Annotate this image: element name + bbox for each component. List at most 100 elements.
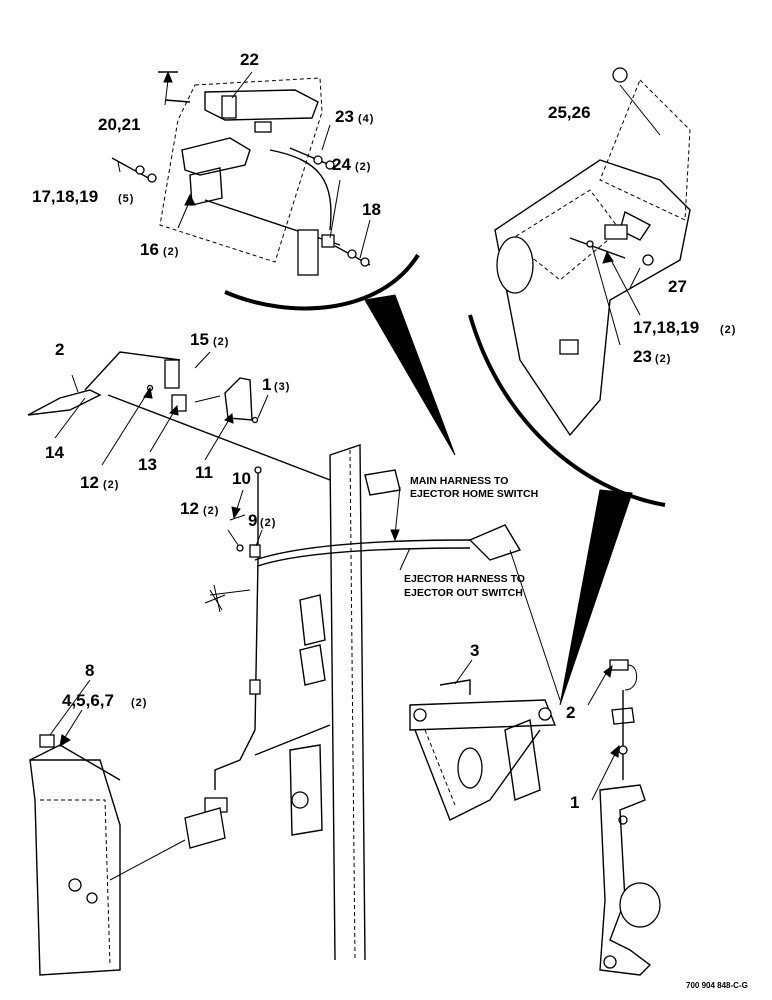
post-centerline — [349, 449, 356, 961]
part-16-bracket — [189, 167, 223, 206]
pivot-hub — [496, 236, 534, 294]
central-frame — [109, 444, 561, 961]
arrow-12-a — [143, 386, 153, 399]
bolt-23 — [289, 147, 331, 166]
callout-11: 11 — [195, 463, 213, 482]
callout-1-top-qty: (3) — [274, 381, 290, 393]
main-harness — [254, 539, 471, 561]
detail-mount-plate — [159, 77, 323, 263]
detail-arc-right — [468, 314, 666, 507]
box-knob-b — [86, 892, 98, 904]
control-box-assembly — [29, 679, 121, 976]
callout-1-right: 1 — [570, 793, 579, 812]
callout-4-5-6-7-qty: (2) — [131, 697, 147, 709]
vertical-cable — [254, 470, 259, 731]
part-27-washer — [642, 254, 654, 266]
ejector-switch-bracket — [468, 524, 522, 561]
detail-arc-left — [224, 253, 420, 311]
leader-23 — [321, 124, 331, 151]
fastener-line — [194, 395, 221, 403]
part-3-switch — [439, 679, 471, 695]
arrow-10 — [231, 506, 241, 520]
part-27-clip — [619, 210, 652, 241]
leader-17-18-19-right — [609, 257, 641, 316]
lower-cable — [214, 729, 256, 790]
callout-1-top: 1 — [262, 375, 271, 394]
part-24-switch — [297, 229, 319, 276]
cable-top-eyelet — [254, 466, 262, 474]
callout-13: 13 — [138, 455, 157, 474]
callout-17-18-19-right-qty: (2) — [720, 324, 736, 336]
callout-3: 3 — [470, 641, 479, 660]
callout-12-b-qty: (2) — [203, 505, 219, 517]
box-knob-a — [68, 878, 82, 892]
pivot-left — [413, 708, 427, 722]
frame-casting — [494, 159, 691, 437]
part-1-screw — [251, 416, 259, 424]
nut-18-right — [360, 257, 370, 267]
slot-block — [559, 339, 579, 355]
control-box-inner — [40, 799, 111, 966]
arm-roller — [291, 791, 309, 809]
part-25-26-plug — [612, 67, 628, 83]
callout-15-qty: (2) — [213, 336, 229, 348]
harness-drop — [509, 549, 561, 701]
switch-body — [181, 137, 251, 176]
bracket-lower — [299, 644, 326, 686]
callout-16-qty: (2) — [163, 246, 179, 258]
callout-14: 14 — [45, 443, 64, 462]
upright-post-left — [329, 454, 336, 961]
plate-edge — [254, 724, 331, 756]
callout-4-5-6-7: 4,5,6,7 — [62, 691, 114, 710]
part-11-plate — [224, 377, 253, 421]
washer-18-right — [347, 249, 357, 259]
leader-13 — [149, 409, 176, 453]
callout-23-right: 23 — [633, 347, 652, 366]
callout-17-18-19-qty: (5) — [118, 193, 134, 205]
callout-17-18-19: 17,18,19 — [32, 187, 98, 206]
bolt-21 — [164, 99, 191, 103]
actuator-arm — [599, 784, 652, 976]
callout-10: 10 — [232, 469, 251, 488]
right-arm — [504, 719, 541, 801]
callout-24-qty: (2) — [355, 161, 371, 173]
arrow-1-right — [610, 744, 620, 758]
harness-wire — [269, 149, 332, 231]
leader-8 — [49, 679, 91, 736]
callout-24: 24 — [332, 155, 351, 174]
callout-23: 23 — [335, 107, 354, 126]
linkage-bar — [409, 699, 557, 731]
detail-pointer-right — [559, 489, 633, 706]
probe-assembly — [27, 351, 331, 481]
nut-19-left — [147, 173, 157, 183]
pivot-right — [538, 707, 552, 721]
part-15-bracket — [164, 359, 180, 389]
note-ejector-harness-line2: EJECTOR OUT SWITCH — [404, 587, 523, 599]
cable-connector — [249, 679, 261, 695]
arm-pivot-bottom — [603, 955, 617, 969]
leader-main-harness — [394, 486, 401, 536]
document-number: 700 904 848-C-G — [686, 981, 748, 990]
mount-line — [204, 199, 341, 246]
callout-18: 18 — [362, 200, 381, 219]
washer-18-left — [135, 165, 145, 175]
nut-23 — [325, 160, 335, 170]
arm-slot — [457, 747, 483, 789]
plug-axis — [619, 84, 661, 136]
leader-1-right — [591, 751, 617, 801]
arm-bracket — [289, 744, 323, 836]
arrow-2-right — [603, 664, 613, 678]
arrow-20-21 — [163, 70, 173, 83]
solenoid-body — [184, 807, 226, 849]
leader-2-right — [587, 669, 609, 706]
leader-2-top — [71, 374, 79, 393]
arrow-4-7 — [59, 734, 71, 747]
callout-15: 15 — [190, 330, 209, 349]
leader-23-right — [591, 245, 621, 346]
note-main-harness-line1: MAIN HARNESS TO — [410, 475, 508, 487]
callout-12-a: 12 — [80, 473, 99, 492]
washer-nut — [254, 121, 272, 133]
callout-2-top: 2 — [55, 340, 64, 359]
upright-post-right — [329, 444, 366, 961]
